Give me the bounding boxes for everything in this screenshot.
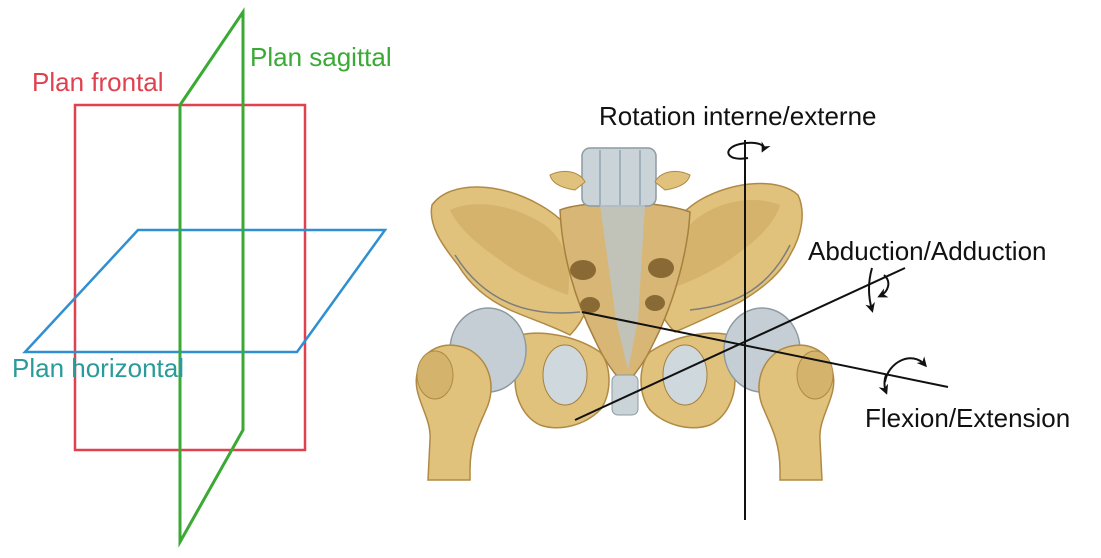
- right-greater-trochanter: [797, 351, 833, 399]
- sacral-foramen: [645, 295, 665, 311]
- sagittal-plane-label: Plan sagittal: [250, 42, 392, 72]
- flexion-label: Flexion/Extension: [865, 403, 1070, 433]
- abduction-arrow: [869, 268, 872, 310]
- pubic-symphysis: [612, 375, 638, 415]
- horizontal-plane: [25, 230, 385, 352]
- left-greater-trochanter: [417, 351, 453, 399]
- sacral-foramen: [580, 297, 600, 313]
- lumbar-vertebra: [550, 148, 690, 206]
- sagittal-plane: [180, 12, 243, 542]
- sacral-foramen: [570, 260, 596, 280]
- extension-arrow: [885, 375, 887, 392]
- pelvis-illustration: [416, 148, 834, 480]
- horizontal-plane-label: Plan horizontal: [12, 353, 184, 383]
- rotation-label: Rotation interne/externe: [599, 101, 877, 131]
- planes-diagram: Plan frontal Plan sagittal Plan horizont…: [12, 12, 392, 542]
- frontal-plane: [75, 105, 305, 450]
- frontal-plane-label: Plan frontal: [32, 67, 164, 97]
- sacral-foramen: [648, 258, 674, 278]
- right-obturator-foramen: [663, 345, 707, 405]
- left-obturator-foramen: [543, 345, 587, 405]
- abduction-label: Abduction/Adduction: [808, 236, 1047, 266]
